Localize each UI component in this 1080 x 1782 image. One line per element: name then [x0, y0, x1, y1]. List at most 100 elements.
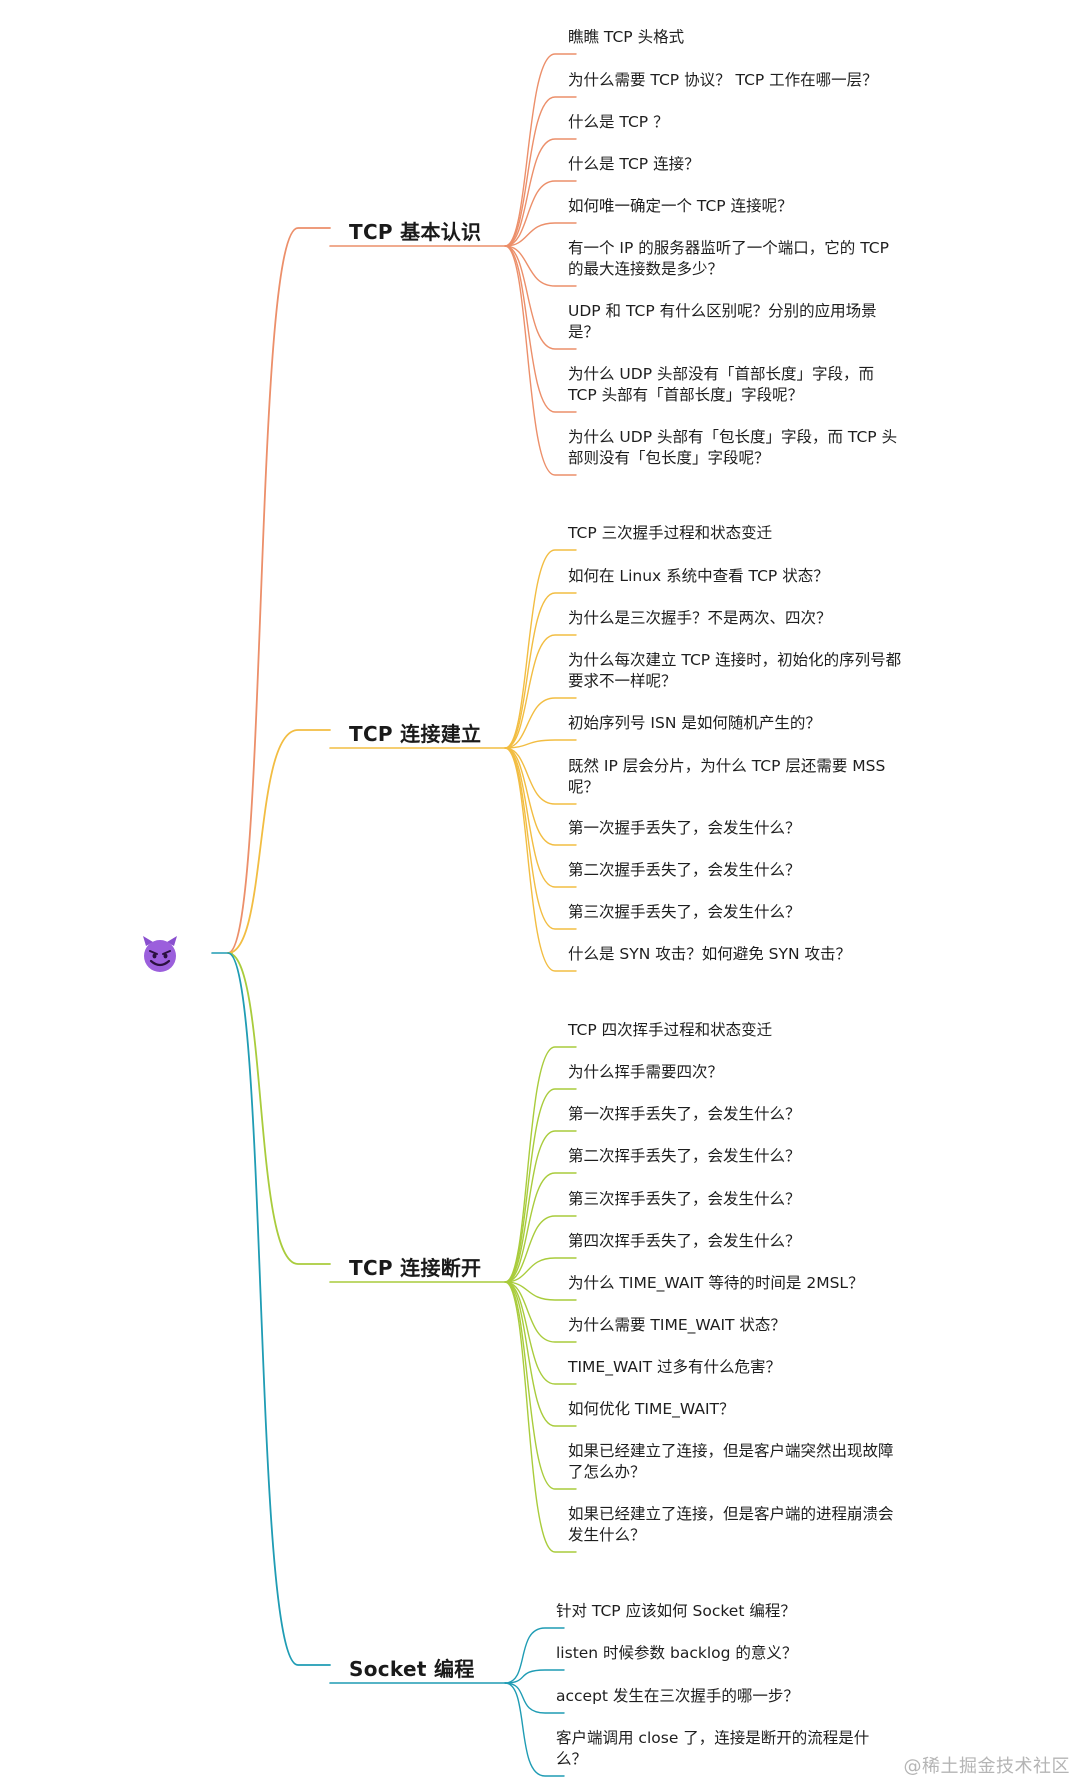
- connector-tcp-connect-item-10: [504, 747, 577, 972]
- connector-root-to-tcp-basics: [227, 227, 331, 954]
- topic-line: 为什么挥手需要四次？: [568, 1063, 724, 1081]
- topic-tcp-disconnect-item-3: 第一次挥手丢失了，会发生什么？: [568, 1104, 801, 1125]
- topic-line: 了怎么办？: [568, 1463, 646, 1481]
- connector-tcp-connect-item-5: [504, 739, 577, 749]
- connector-tcp-disconnect-item-2: [504, 1088, 577, 1283]
- connector-socket-item-2: [504, 1669, 565, 1684]
- topic-line: UDP 和 TCP 有什么区别呢？分别的应用场景: [568, 302, 877, 320]
- topic-line: 第二次握手丢失了，会发生什么？: [568, 861, 801, 879]
- smiling-face-with-horns-icon: [143, 936, 177, 972]
- topic-socket-item-4: 客户端调用 close 了，连接是断开的流程是什么？: [556, 1728, 869, 1770]
- topic-line: 么？: [556, 1750, 588, 1768]
- topic-line: 为什么需要 TIME_WAIT 状态？: [568, 1316, 786, 1334]
- connector-root-to-tcp-connect: [227, 729, 331, 954]
- topic-line: listen 时候参数 backlog 的意义？: [556, 1644, 798, 1662]
- topic-line: 为什么 UDP 头部有「包长度」字段，而 TCP 头: [568, 428, 898, 446]
- connector-socket-item-4: [504, 1682, 565, 1777]
- connector-tcp-disconnect-item-11: [504, 1281, 577, 1490]
- topic-line: TCP 头部有「首部长度」字段呢？: [568, 386, 804, 404]
- topic-line: 如果已经建立了连接，但是客户端的进程崩溃会: [568, 1505, 894, 1523]
- topic-line: 针对 TCP 应该如何 Socket 编程？: [556, 1602, 796, 1620]
- connector-tcp-disconnect-item-8: [504, 1281, 577, 1343]
- topic-tcp-disconnect-item-7: 为什么 TIME_WAIT 等待的时间是 2MSL？: [568, 1273, 864, 1294]
- topic-tcp-connect-item-5: 初始序列号 ISN 是如何随机产生的？: [568, 713, 821, 734]
- connector-tcp-basics-item-7: [504, 245, 577, 350]
- topic-line: 发生什么？: [568, 1526, 646, 1544]
- topic-socket-item-2: listen 时候参数 backlog 的意义？: [556, 1643, 797, 1664]
- connector-tcp-basics-item-4: [504, 180, 577, 247]
- connector-tcp-disconnect-item-12: [504, 1281, 577, 1553]
- topic-line: 什么是 SYN 攻击？如何避免 SYN 攻击？: [568, 945, 852, 963]
- topic-line: 初始序列号 ISN 是如何随机产生的？: [568, 714, 821, 732]
- connector-tcp-basics-item-5: [504, 222, 577, 247]
- topic-tcp-basics-item-4: 什么是 TCP 连接？: [568, 154, 700, 175]
- topic-tcp-disconnect-item-8: 为什么需要 TIME_WAIT 状态？: [568, 1315, 786, 1336]
- topic-line: 部则没有「包长度」字段呢？: [568, 449, 770, 467]
- topic-line: 瞧瞧 TCP 头格式: [568, 28, 685, 46]
- topic-tcp-connect-item-9: 第三次握手丢失了，会发生什么？: [568, 902, 801, 923]
- topic-tcp-disconnect-item-6: 第四次挥手丢失了，会发生什么？: [568, 1231, 801, 1252]
- branch-label-socket-programming: Socket 编程: [349, 1657, 475, 1681]
- topic-line: 呢？: [568, 778, 600, 796]
- topic-tcp-disconnect-item-4: 第二次挥手丢失了，会发生什么？: [568, 1146, 801, 1167]
- topic-line: 如何优化 TIME_WAIT？: [568, 1400, 735, 1418]
- topic-tcp-connect-item-10: 什么是 SYN 攻击？如何避免 SYN 攻击？: [568, 944, 851, 965]
- topic-line: 如果已经建立了连接，但是客户端突然出现故障: [568, 1442, 894, 1460]
- topic-line: 第三次握手丢失了，会发生什么？: [568, 903, 801, 921]
- topic-line: 为什么是三次握手？不是两次、四次？: [568, 609, 832, 627]
- topic-line: TCP 四次挥手过程和状态变迁: [568, 1021, 773, 1039]
- topic-tcp-connect-item-2: 如何在 Linux 系统中查看 TCP 状态？: [568, 566, 829, 587]
- topic-tcp-basics-item-7: UDP 和 TCP 有什么区别呢？分别的应用场景是？: [568, 301, 877, 343]
- topic-line: 为什么每次建立 TCP 连接时，初始化的序列号都: [568, 651, 902, 669]
- topic-line: 要求不一样呢？: [568, 672, 677, 690]
- connector-tcp-disconnect-item-1: [504, 1046, 577, 1283]
- topic-line: TCP 三次握手过程和状态变迁: [568, 524, 773, 542]
- topic-line: 第一次握手丢失了，会发生什么？: [568, 819, 801, 837]
- branch-label-tcp-disconnect: TCP 连接断开: [349, 1256, 482, 1280]
- topic-tcp-basics-item-6: 有一个 IP 的服务器监听了一个端口，它的 TCP 的最大连接数是多少？: [568, 238, 889, 280]
- topic-tcp-connect-item-4: 为什么每次建立 TCP 连接时，初始化的序列号都要求不一样呢？: [568, 650, 901, 692]
- topic-tcp-connect-item-1: TCP 三次握手过程和状态变迁: [568, 523, 772, 544]
- connector-root-to-socket: [227, 952, 331, 1666]
- watermark: @稀土掘金技术社区: [903, 1756, 1070, 1777]
- topic-line: 有一个 IP 的服务器监听了一个端口，它的 TCP: [568, 239, 889, 257]
- topic-tcp-connect-item-7: 第一次握手丢失了，会发生什么？: [568, 818, 801, 839]
- topic-tcp-disconnect-item-12: 如果已经建立了连接，但是客户端的进程崩溃会发生什么？: [568, 1504, 894, 1546]
- connector-tcp-disconnect-item-6: [504, 1257, 577, 1283]
- topic-line: 什么是 TCP ？: [568, 113, 669, 131]
- topic-line: 的最大连接数是多少？: [568, 260, 724, 278]
- topic-tcp-disconnect-item-1: TCP 四次挥手过程和状态变迁: [568, 1020, 772, 1041]
- connector-tcp-connect-item-4: [504, 697, 577, 749]
- connector-tcp-disconnect-item-7: [504, 1281, 577, 1301]
- topic-tcp-disconnect-item-9: TIME_WAIT 过多有什么危害？: [568, 1357, 781, 1378]
- connector-tcp-disconnect-item-9: [504, 1281, 577, 1385]
- topic-tcp-disconnect-item-10: 如何优化 TIME_WAIT？: [568, 1399, 735, 1420]
- connector-tcp-connect-item-1: [504, 549, 577, 749]
- connector-tcp-basics-item-1: [504, 53, 577, 247]
- connector-tcp-disconnect-item-10: [504, 1281, 577, 1427]
- connector-tcp-connect-item-8: [504, 747, 577, 888]
- topic-line: 既然 IP 层会分片，为什么 TCP 层还需要 MSS: [568, 757, 886, 775]
- connector-tcp-connect-item-2: [504, 592, 577, 749]
- topic-line: 第一次挥手丢失了，会发生什么？: [568, 1105, 801, 1123]
- topic-tcp-basics-item-1: 瞧瞧 TCP 头格式: [568, 27, 684, 48]
- connector-tcp-basics-item-2: [504, 96, 577, 247]
- topic-tcp-disconnect-item-5: 第三次挥手丢失了，会发生什么？: [568, 1189, 801, 1210]
- connector-tcp-connect-item-9: [504, 747, 577, 930]
- connector-tcp-connect-item-3: [504, 634, 577, 749]
- connector-tcp-basics-item-9: [504, 245, 577, 476]
- connector-socket-item-1: [504, 1627, 565, 1684]
- topic-line: 第二次挥手丢失了，会发生什么？: [568, 1147, 801, 1165]
- topic-tcp-basics-item-3: 什么是 TCP ？: [568, 112, 669, 133]
- connector-tcp-connect-item-6: [504, 747, 577, 805]
- topic-line: 客户端调用 close 了，连接是断开的流程是什: [556, 1729, 870, 1747]
- connector-root-to-tcp-disconnect: [227, 952, 331, 1265]
- connector-tcp-disconnect-item-3: [504, 1130, 577, 1283]
- topic-tcp-connect-item-8: 第二次握手丢失了，会发生什么？: [568, 860, 801, 881]
- branch-label-tcp-basics: TCP 基本认识: [349, 220, 482, 244]
- topic-line: 为什么 TIME_WAIT 等待的时间是 2MSL？: [568, 1274, 864, 1292]
- topic-line: TIME_WAIT 过多有什么危害？: [568, 1358, 782, 1376]
